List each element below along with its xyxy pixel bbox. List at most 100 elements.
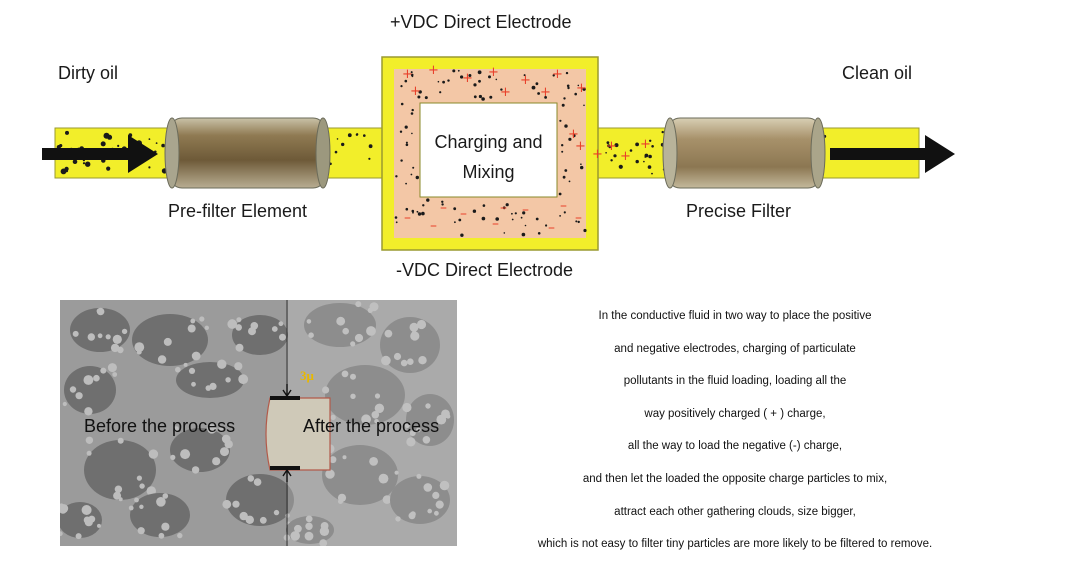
- particle-dot: [404, 79, 408, 83]
- particle-bubble: [220, 447, 229, 457]
- particle-dot: [424, 96, 428, 100]
- particle-bubble: [427, 508, 433, 514]
- positive-charge-icon: +: [410, 84, 421, 99]
- particle-bubble: [306, 319, 312, 324]
- particle-dot: [442, 80, 445, 84]
- particle-bubble: [238, 374, 249, 385]
- charge-symbols: ++++++++++++++++––––––––––: [402, 63, 651, 236]
- particle-dot: [453, 207, 457, 211]
- clean-oil-label: Clean oil: [842, 63, 913, 83]
- particle-bubble: [416, 427, 421, 433]
- particle-dot: [566, 84, 570, 88]
- particle-dot: [606, 141, 610, 145]
- particle-dot: [572, 134, 576, 138]
- process-description: In the conductive fluid in two way to pl…: [500, 300, 970, 561]
- particle-dot: [629, 149, 633, 152]
- particle-bubble: [342, 455, 347, 460]
- particle-bubble: [148, 449, 159, 459]
- particle-clusters: [60, 301, 454, 546]
- particle-dot: [355, 133, 359, 136]
- particle-bubble: [121, 328, 128, 335]
- particle-bubble: [209, 382, 217, 390]
- particle-dot: [422, 204, 425, 207]
- particle-dot: [399, 130, 403, 133]
- particle-dot: [341, 142, 345, 147]
- particle-dot: [565, 71, 569, 75]
- particle-bubble: [236, 317, 242, 323]
- particle-dot: [580, 163, 582, 165]
- particle-dot: [411, 75, 414, 78]
- particle-bubble: [235, 343, 244, 352]
- particle-dot: [347, 133, 352, 138]
- particle-bubble: [112, 334, 122, 344]
- particle-bubble: [212, 457, 221, 466]
- particle-bubble: [409, 322, 419, 332]
- particle-bubble: [134, 497, 139, 503]
- particle-bubble: [374, 403, 385, 413]
- particle-dot: [635, 159, 639, 164]
- particle-bubble: [374, 419, 379, 424]
- particle-dot: [404, 125, 408, 129]
- negative-charge-icon: –: [560, 198, 567, 214]
- positive-charge-icon: +: [540, 85, 551, 100]
- particle-dot: [562, 175, 566, 179]
- particle-bubble: [183, 362, 188, 367]
- particle-dot: [545, 224, 548, 227]
- particle-dot: [410, 112, 414, 115]
- particle-dot: [561, 150, 564, 153]
- particle-bubble: [378, 473, 389, 484]
- particle-dot: [495, 217, 500, 221]
- prefilter-label: Pre-filter Element: [168, 201, 308, 221]
- after-region: [265, 397, 331, 471]
- particle-bubble: [107, 363, 117, 373]
- particle-dot: [568, 137, 572, 141]
- negative-charge-icon: –: [430, 218, 437, 234]
- particle-dot: [155, 142, 158, 145]
- particle-bubble: [247, 475, 255, 482]
- particle-bubble: [367, 307, 373, 313]
- particle-dot: [649, 139, 652, 142]
- particle-dot: [65, 130, 69, 135]
- chamber-label-line2: Mixing: [462, 162, 515, 182]
- particle-dot: [482, 204, 486, 207]
- particle-bubble: [187, 324, 196, 333]
- particle-bubble: [374, 393, 381, 399]
- particle-bubble: [83, 516, 91, 524]
- particle-bubble: [418, 356, 427, 365]
- particle-dot: [651, 145, 654, 148]
- particle-dot: [410, 71, 413, 74]
- particle-bubble: [180, 449, 191, 460]
- positive-electrode-label: +VDC Direct Electrode: [390, 12, 572, 32]
- particle-dot: [563, 97, 566, 100]
- positive-charge-icon: +: [500, 85, 511, 100]
- particle-bubble: [422, 436, 431, 444]
- particle-dot: [643, 160, 645, 163]
- positive-charge-icon: +: [462, 71, 473, 86]
- particle-dot: [452, 69, 456, 73]
- particle-dot: [416, 210, 419, 213]
- particle-dot: [495, 78, 498, 81]
- particle-cluster: [64, 366, 116, 414]
- particle-bubble: [97, 333, 103, 339]
- particle-dot: [564, 124, 568, 128]
- particle-bubble: [384, 329, 393, 338]
- scale-bar-bottom: [270, 466, 300, 470]
- particle-dot: [454, 221, 456, 224]
- particle-cluster: [322, 445, 398, 505]
- particle-bubble: [404, 423, 410, 429]
- particle-bubble: [221, 434, 231, 444]
- before-process-label: Before the process: [84, 416, 236, 436]
- particle-bubble: [248, 327, 256, 336]
- positive-charge-icon: +: [428, 63, 439, 78]
- particle-bubble: [371, 411, 380, 419]
- particle-bubble: [394, 470, 399, 475]
- particle-bubble: [321, 539, 326, 544]
- particle-bubble: [305, 515, 313, 523]
- particle-bubble: [218, 427, 224, 432]
- particle-dot: [489, 95, 493, 99]
- particle-bubble: [361, 414, 371, 425]
- particle-dot: [473, 83, 477, 87]
- particle-dot: [473, 95, 477, 99]
- particle-dot: [405, 182, 407, 185]
- after-process-label: After the process: [303, 416, 440, 436]
